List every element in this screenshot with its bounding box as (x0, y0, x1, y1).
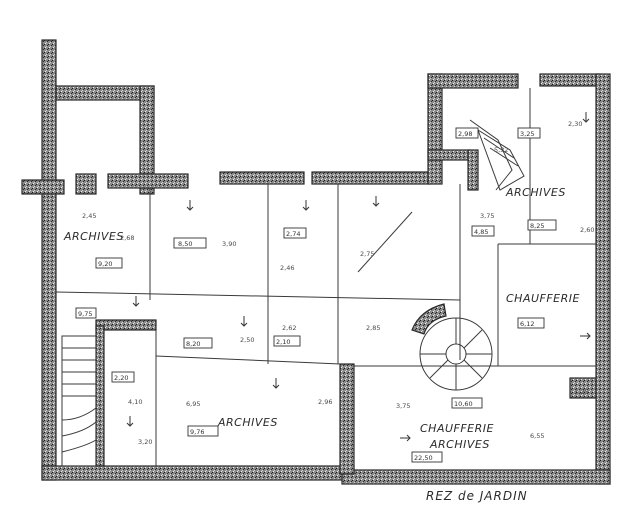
dimension-label: 2,96 (318, 398, 332, 406)
area-value: 8,50 (178, 240, 192, 248)
room-label-chaufferie-archives-line1: CHAUFFERIE (420, 422, 494, 435)
room-label-archives-1: ARCHIVES (63, 230, 124, 243)
dimension-label: 3,75 (396, 402, 410, 410)
staircase-spiral (411, 303, 493, 391)
room-label-chaufferie: CHAUFFERIE (506, 292, 580, 305)
dimension-label: 2,85 (366, 324, 380, 332)
room-label-chaufferie-archives-line2: ARCHIVES (429, 438, 490, 451)
dimension-label: 2,46 (280, 264, 294, 272)
area-value: 2,20 (114, 374, 128, 382)
area-value: 2,98 (458, 130, 472, 138)
area-value: 3,25 (520, 130, 534, 138)
arrow-markers (126, 112, 591, 442)
dimension-label: 2,60 (580, 226, 594, 234)
area-value: 9,75 (78, 310, 92, 318)
dimension-label: 6,55 (530, 432, 544, 440)
outer-walls (21, 39, 611, 485)
dimension-label: 2,62 (282, 324, 296, 332)
area-value: 6,12 (520, 320, 534, 328)
room-label-archives-2: ARCHIVES (505, 186, 566, 199)
dimension-label: 2,50 (240, 336, 254, 344)
dimension-label: 6,95 (186, 400, 200, 408)
dimension-label: 3,25 (574, 388, 588, 396)
interior-partitions (55, 88, 596, 466)
area-value: 10,60 (454, 400, 473, 408)
staircase-top-right (477, 128, 525, 191)
area-value: 4,85 (474, 228, 488, 236)
area-value: 2,74 (286, 230, 300, 238)
area-value: 22,50 (414, 454, 433, 462)
dimension-label: 3,20 (138, 438, 152, 446)
dimension-labels: 2,45 2,68 3,90 2,46 2,75 3,75 2,60 2,62 … (82, 120, 594, 446)
area-value: 9,20 (98, 260, 112, 268)
dimension-label: 4,10 (128, 398, 142, 406)
area-value: 8,20 (186, 340, 200, 348)
dimension-label: 2,30 (568, 120, 582, 128)
dimension-label: 2,45 (82, 212, 96, 220)
dimension-label: 2,75 (360, 250, 374, 258)
area-value: 8,25 (530, 222, 544, 230)
staircase-left (61, 335, 97, 467)
dimension-label: 2,68 (120, 234, 134, 242)
plan-title: REZ de JARDIN (426, 489, 528, 503)
room-label-archives-3: ARCHIVES (217, 416, 278, 429)
dimension-label: 3,90 (222, 240, 236, 248)
area-value: 9,76 (190, 428, 204, 436)
area-value: 2,10 (276, 338, 290, 346)
dimension-label: 3,75 (480, 212, 494, 220)
dimension-label: 5,32 (494, 146, 508, 154)
area-boxes: 9,20 8,50 2,74 8,20 2,10 2,98 3,25 8,25 … (75, 127, 557, 463)
